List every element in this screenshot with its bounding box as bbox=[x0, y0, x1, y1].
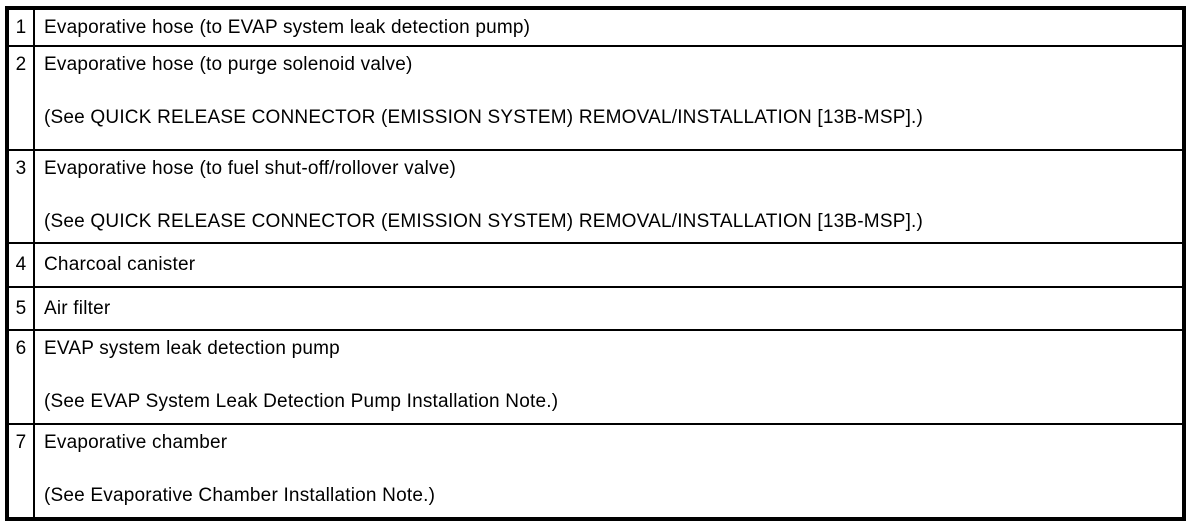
row-number: 5 bbox=[6, 286, 35, 331]
part-description: Evaporative hose (to EVAP system leak de… bbox=[44, 16, 531, 38]
table-row: 4 Charcoal canister bbox=[6, 242, 1185, 288]
part-description-cell: Evaporative hose (to purge solenoid valv… bbox=[33, 45, 1185, 151]
row-number: 1 bbox=[6, 7, 35, 47]
part-description: Charcoal canister bbox=[44, 254, 196, 275]
see-reference-note: (See Evaporative Chamber Installation No… bbox=[44, 485, 436, 506]
part-description-cell: Evaporative hose (to EVAP system leak de… bbox=[33, 7, 1185, 47]
row-number: 7 bbox=[6, 423, 35, 520]
table-row: 7 Evaporative chamber (See Evaporative C… bbox=[6, 423, 1185, 520]
part-description-cell: Charcoal canister bbox=[33, 242, 1185, 288]
table-row: 3 Evaporative hose (to fuel shut-off/rol… bbox=[6, 149, 1185, 244]
table-row: 6 EVAP system leak detection pump (See E… bbox=[6, 329, 1185, 425]
part-description: Evaporative hose (to fuel shut-off/rollo… bbox=[44, 158, 457, 179]
part-description: Air filter bbox=[44, 297, 111, 319]
see-reference-note: (See QUICK RELEASE CONNECTOR (EMISSION S… bbox=[44, 107, 924, 128]
part-description: Evaporative hose (to purge solenoid valv… bbox=[44, 54, 413, 75]
table-row: 5 Air filter bbox=[6, 286, 1185, 331]
parts-list-table: 1 Evaporative hose (to EVAP system leak … bbox=[5, 6, 1186, 521]
row-number: 2 bbox=[6, 45, 35, 151]
table-row: 2 Evaporative hose (to purge solenoid va… bbox=[6, 45, 1185, 151]
row-number: 6 bbox=[6, 329, 35, 425]
row-number: 4 bbox=[6, 242, 35, 288]
part-description: EVAP system leak detection pump bbox=[44, 338, 340, 359]
part-description-cell: Evaporative chamber (See Evaporative Cha… bbox=[33, 423, 1185, 520]
see-reference-note: (See QUICK RELEASE CONNECTOR (EMISSION S… bbox=[44, 211, 924, 232]
part-description: Evaporative chamber bbox=[44, 432, 228, 453]
part-description-cell: Air filter bbox=[33, 286, 1185, 331]
see-reference-note: (See EVAP System Leak Detection Pump Ins… bbox=[44, 391, 559, 412]
part-description-cell: Evaporative hose (to fuel shut-off/rollo… bbox=[33, 149, 1185, 244]
row-number: 3 bbox=[6, 149, 35, 244]
part-description-cell: EVAP system leak detection pump (See EVA… bbox=[33, 329, 1185, 425]
table-row: 1 Evaporative hose (to EVAP system leak … bbox=[6, 7, 1185, 47]
